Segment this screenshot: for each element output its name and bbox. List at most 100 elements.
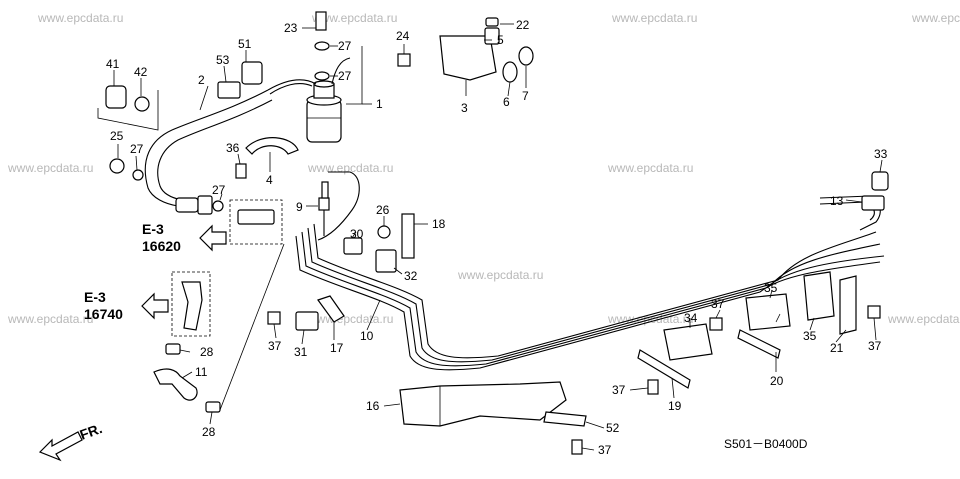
line-clamp <box>317 295 345 323</box>
bolt <box>647 379 659 395</box>
callout-number: 18 <box>432 217 446 231</box>
callout-number: 7 <box>522 89 529 103</box>
callout-number: 27 <box>338 39 352 53</box>
callout-number: 16 <box>366 399 380 413</box>
watermark: www.epc <box>911 11 960 25</box>
callout-number: 5 <box>497 33 504 47</box>
hose-fitting <box>175 197 199 213</box>
callout-number: 41 <box>106 57 120 71</box>
line-protector <box>399 381 567 427</box>
callout-number: 34 <box>684 311 698 325</box>
nut <box>134 96 150 112</box>
callout-number: 31 <box>294 345 308 359</box>
watermark: www.epcdata.ru <box>887 312 960 326</box>
callout-number: 27 <box>130 142 144 156</box>
bolt <box>709 317 723 331</box>
bolt <box>571 439 583 455</box>
leader-line <box>219 243 285 411</box>
watermark: www.epcdata.ru <box>307 312 393 326</box>
callout-number: 27 <box>212 183 226 197</box>
callout-number: 2 <box>198 73 205 87</box>
reservoir-hose <box>269 83 313 95</box>
reference-arrow <box>199 224 227 252</box>
watermark: www.epcdata.ru <box>607 161 693 175</box>
callout-number: 22 <box>516 18 530 32</box>
tank-bracket <box>245 137 299 155</box>
clamp-bracket <box>637 349 691 389</box>
line-bracket <box>439 35 497 81</box>
callout-number: 51 <box>238 37 252 51</box>
reference-code-label: 16620 <box>142 238 181 254</box>
hose-clamp <box>217 81 241 99</box>
protector-bracket <box>543 411 587 427</box>
line-clamp <box>375 249 397 273</box>
callout-number: 53 <box>216 53 230 67</box>
watermark: www.epcdata.ru <box>457 268 543 282</box>
callout-number: 10 <box>360 329 374 343</box>
reference-code-label: 16740 <box>84 306 123 322</box>
clamp-bracket <box>241 61 263 85</box>
pipe-fitting <box>318 197 330 211</box>
suction-hose <box>157 99 273 201</box>
cap <box>485 17 499 27</box>
hose <box>153 368 198 401</box>
front-label: FR. <box>78 420 105 443</box>
callout-number: 32 <box>404 269 418 283</box>
hose-joint <box>237 209 275 225</box>
washer <box>314 41 330 51</box>
callout-number: 21 <box>830 341 844 355</box>
callout-number: 19 <box>668 399 682 413</box>
pipe-fitting <box>861 195 885 211</box>
return-lines <box>295 195 885 371</box>
clamp-bracket <box>839 275 857 335</box>
reference-box <box>171 271 211 337</box>
clamp-bracket <box>737 329 781 359</box>
bolt <box>267 311 281 325</box>
callout-number: 35 <box>803 329 817 343</box>
callout-number: 6 <box>503 95 510 109</box>
hose-joint <box>181 281 203 331</box>
line-clamp <box>295 311 319 331</box>
callout-number: 24 <box>396 29 410 43</box>
callout-number: 28 <box>202 425 216 439</box>
hose-clip <box>205 401 221 413</box>
reservoir-hose <box>267 79 317 91</box>
callout-number: 30 <box>350 227 364 241</box>
callout-number: 35 <box>764 281 778 295</box>
clamp <box>871 171 889 191</box>
callout-number: 42 <box>134 65 148 79</box>
line-clamp <box>803 271 835 321</box>
grommet <box>105 85 127 109</box>
diagram-code: S501－B0400D <box>724 437 808 451</box>
nut <box>377 225 391 239</box>
line-clamp <box>745 293 791 331</box>
reference-section-label: E-3 <box>84 289 106 305</box>
callout-number: 13 <box>830 194 844 208</box>
leader-lines <box>113 23 883 451</box>
watermark: www.epcdata.ru <box>611 11 697 25</box>
bolt <box>235 163 247 179</box>
callout-number: 4 <box>266 173 273 187</box>
bolt <box>867 305 881 319</box>
reference-box <box>229 199 283 245</box>
watermark: www.epcdata.ru <box>7 312 93 326</box>
callout-number: 25 <box>110 129 124 143</box>
callout-number: 37 <box>268 339 282 353</box>
callout-number: 9 <box>296 200 303 214</box>
callout-number: 26 <box>376 203 390 217</box>
front-arrow-icon <box>38 431 83 462</box>
reference-arrow <box>141 292 169 320</box>
watermark: www.epcdata.ru <box>307 161 393 175</box>
bolt <box>397 53 411 67</box>
callout-number: 36 <box>226 141 240 155</box>
callout-number: 3 <box>461 101 468 115</box>
suction-hose <box>144 89 269 207</box>
reference-section-label: E-3 <box>142 221 164 237</box>
grommet <box>502 61 518 83</box>
line-bracket <box>401 213 415 259</box>
callout-number: 11 <box>195 365 208 379</box>
leader-bracket <box>97 90 159 131</box>
callout-number: 27 <box>338 69 352 83</box>
watermark: www.epcdata.ru <box>7 161 93 175</box>
